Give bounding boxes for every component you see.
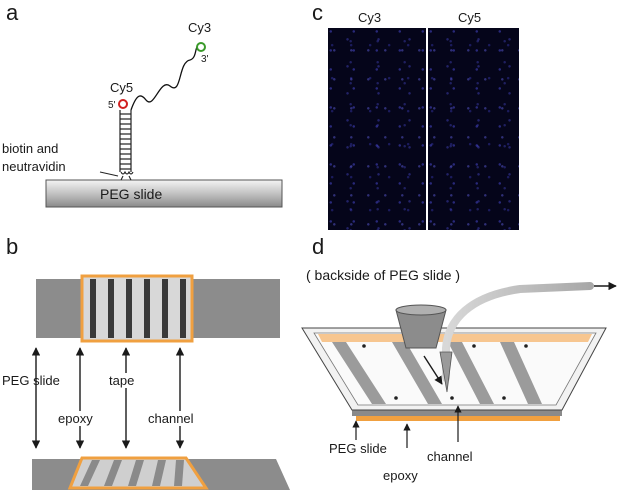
channel-label-b: channel [148, 411, 194, 426]
five-prime-label: 5' [108, 100, 116, 111]
biotin-label: biotin and [2, 141, 59, 156]
cy5-micrograph [428, 28, 519, 230]
ssdna-strand [130, 46, 201, 111]
panel-letter-d: d [312, 234, 325, 259]
cy3-micrograph [328, 28, 426, 230]
peg-slide-label-b: PEG slide [2, 373, 60, 388]
cy3-label: Cy3 [188, 20, 212, 35]
backside-caption: ( backside of PEG slide ) [306, 267, 461, 283]
neutravidin-label: neutravidin [2, 159, 66, 174]
cy5-dye [118, 99, 128, 109]
panel-letter-a: a [6, 0, 19, 25]
cy3-channel-title: Cy3 [358, 10, 382, 25]
peg-slide-block [45, 179, 283, 208]
peg-slide-label-a: PEG slide [100, 186, 163, 202]
panel-d-schematic [301, 281, 617, 448]
dna-ladder [119, 110, 132, 172]
panel-a-schematic [45, 42, 283, 208]
tape-label: tape [109, 373, 135, 388]
cy3-dye [196, 42, 206, 52]
biotin-anchor [120, 170, 134, 181]
cy5-channel-title: Cy5 [458, 10, 482, 25]
peg-slide-label-d: PEG slide [329, 441, 387, 456]
channel-label-d: channel [427, 449, 473, 464]
three-prime-label: 3' [201, 54, 209, 65]
epoxy-strip-top [318, 334, 592, 342]
panel-letter-c: c [312, 0, 323, 25]
cy5-label: Cy5 [110, 80, 134, 95]
epoxy-frame [80, 274, 194, 343]
biotin-pointer [99, 171, 119, 177]
slide-edge [352, 410, 562, 416]
epoxy-label-d: epoxy [383, 468, 418, 483]
epoxy-label-b: epoxy [58, 411, 93, 426]
flow-in-arrow [423, 355, 443, 385]
panel-letter-b: b [6, 234, 19, 259]
outlet-tube [442, 282, 594, 382]
panel-b-schematic [31, 274, 290, 490]
